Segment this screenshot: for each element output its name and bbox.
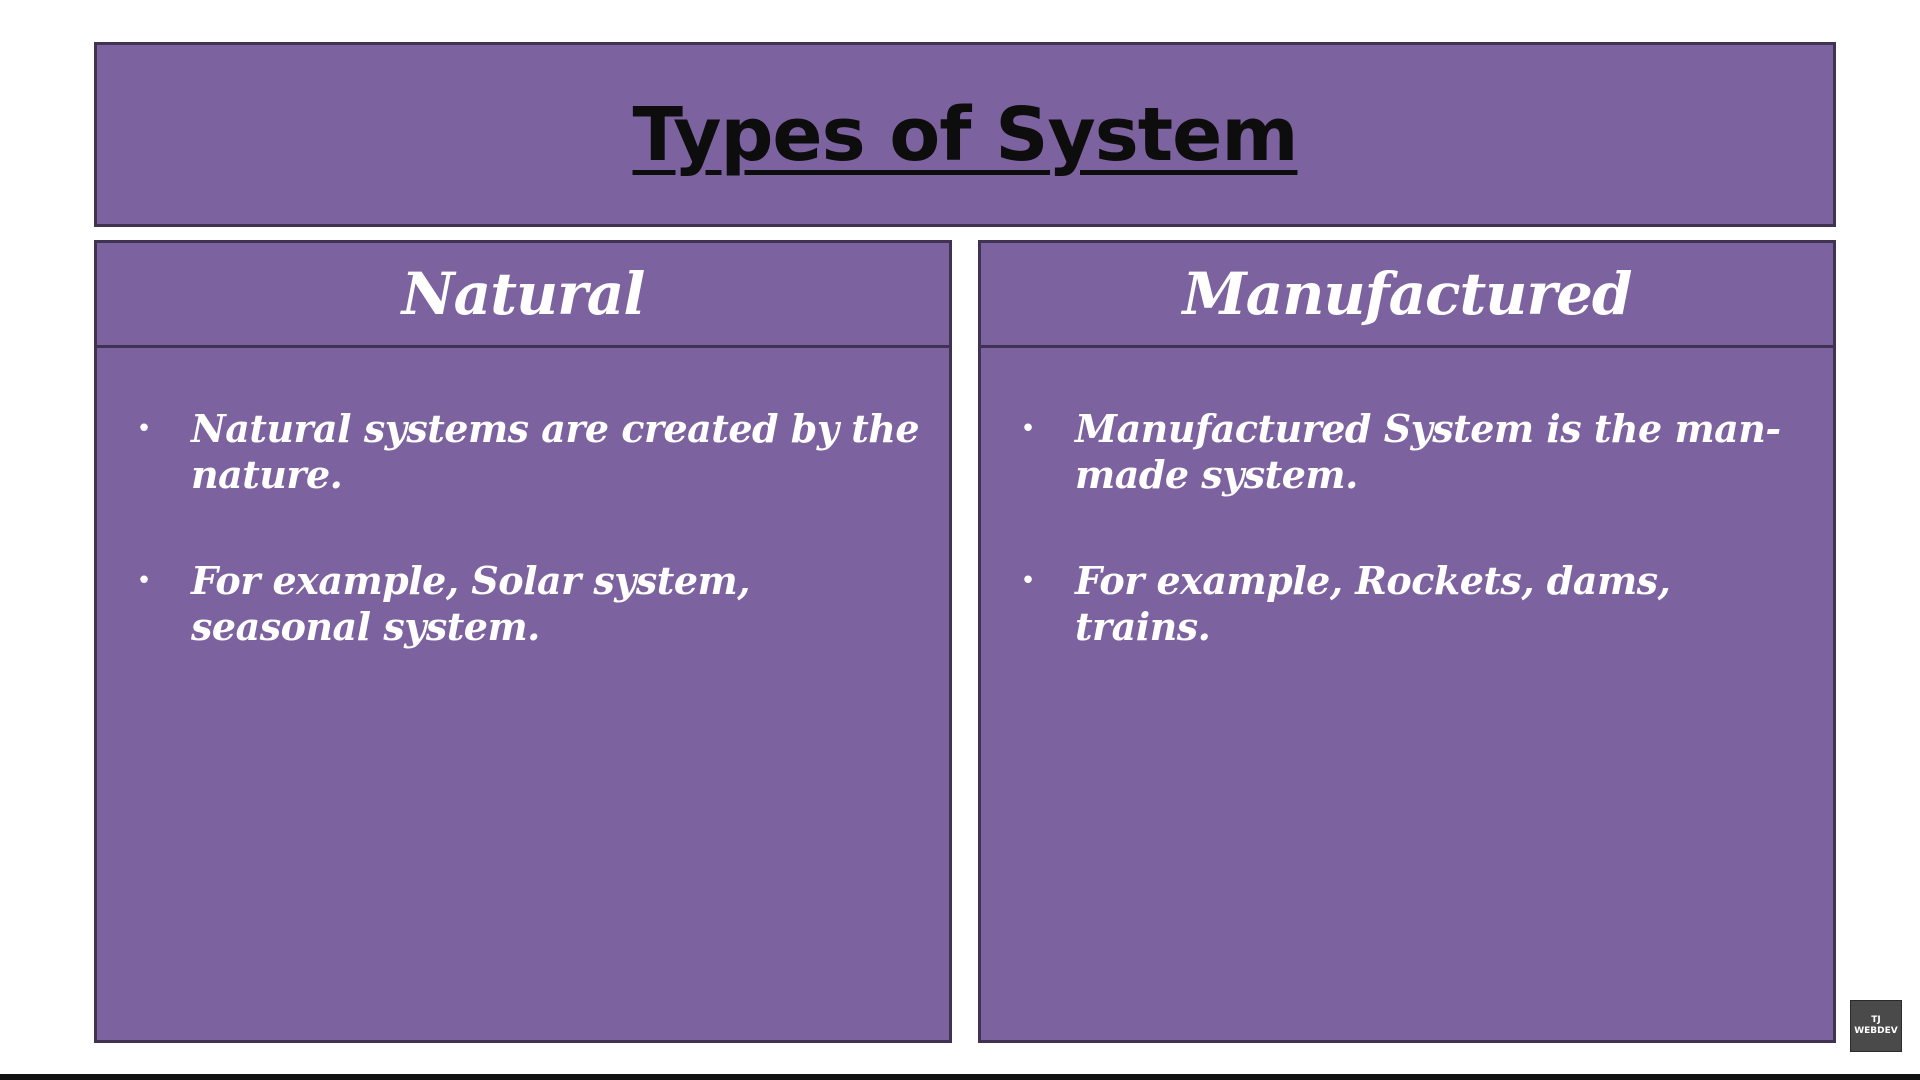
list-item: • Manufactured System is the man-made sy… (981, 406, 1813, 498)
bullet-dot-icon: • (1020, 566, 1036, 596)
list-item: • For example, Solar system, seasonal sy… (97, 558, 929, 650)
manufactured-column: Manufactured • Manufactured System is th… (978, 240, 1836, 1043)
natural-heading: Natural (401, 260, 646, 328)
bullet-text: For example, Solar system, seasonal syst… (191, 558, 750, 649)
slide-title: Types of System (632, 91, 1299, 178)
list-item: • Natural systems are created by the nat… (97, 406, 929, 498)
bullet-text: Manufactured System is the man-made syst… (1075, 406, 1781, 497)
natural-column-header: Natural (97, 243, 949, 348)
bullet-text: Natural systems are created by the natur… (191, 406, 920, 497)
natural-bullet-list: • Natural systems are created by the nat… (97, 406, 929, 650)
manufactured-column-body: • Manufactured System is the man-made sy… (981, 348, 1833, 1040)
natural-column-body: • Natural systems are created by the nat… (97, 348, 949, 1040)
watermark-line-2: WEBDEV (1854, 1026, 1898, 1036)
manufactured-column-header: Manufactured (981, 243, 1833, 348)
manufactured-bullet-list: • Manufactured System is the man-made sy… (981, 406, 1813, 650)
bullet-dot-icon: • (136, 566, 152, 596)
bottom-bar (0, 1074, 1920, 1080)
channel-watermark-logo: TJ WEBDEV (1850, 1000, 1902, 1052)
bullet-dot-icon: • (136, 414, 152, 444)
bullet-dot-icon: • (1020, 414, 1036, 444)
manufactured-heading: Manufactured (1182, 260, 1633, 328)
watermark-line-1: TJ (1871, 1015, 1881, 1025)
bullet-text: For example, Rockets, dams, trains. (1075, 558, 1671, 649)
title-panel: Types of System (94, 42, 1836, 227)
natural-column: Natural • Natural systems are created by… (94, 240, 952, 1043)
list-item: • For example, Rockets, dams, trains. (981, 558, 1813, 650)
